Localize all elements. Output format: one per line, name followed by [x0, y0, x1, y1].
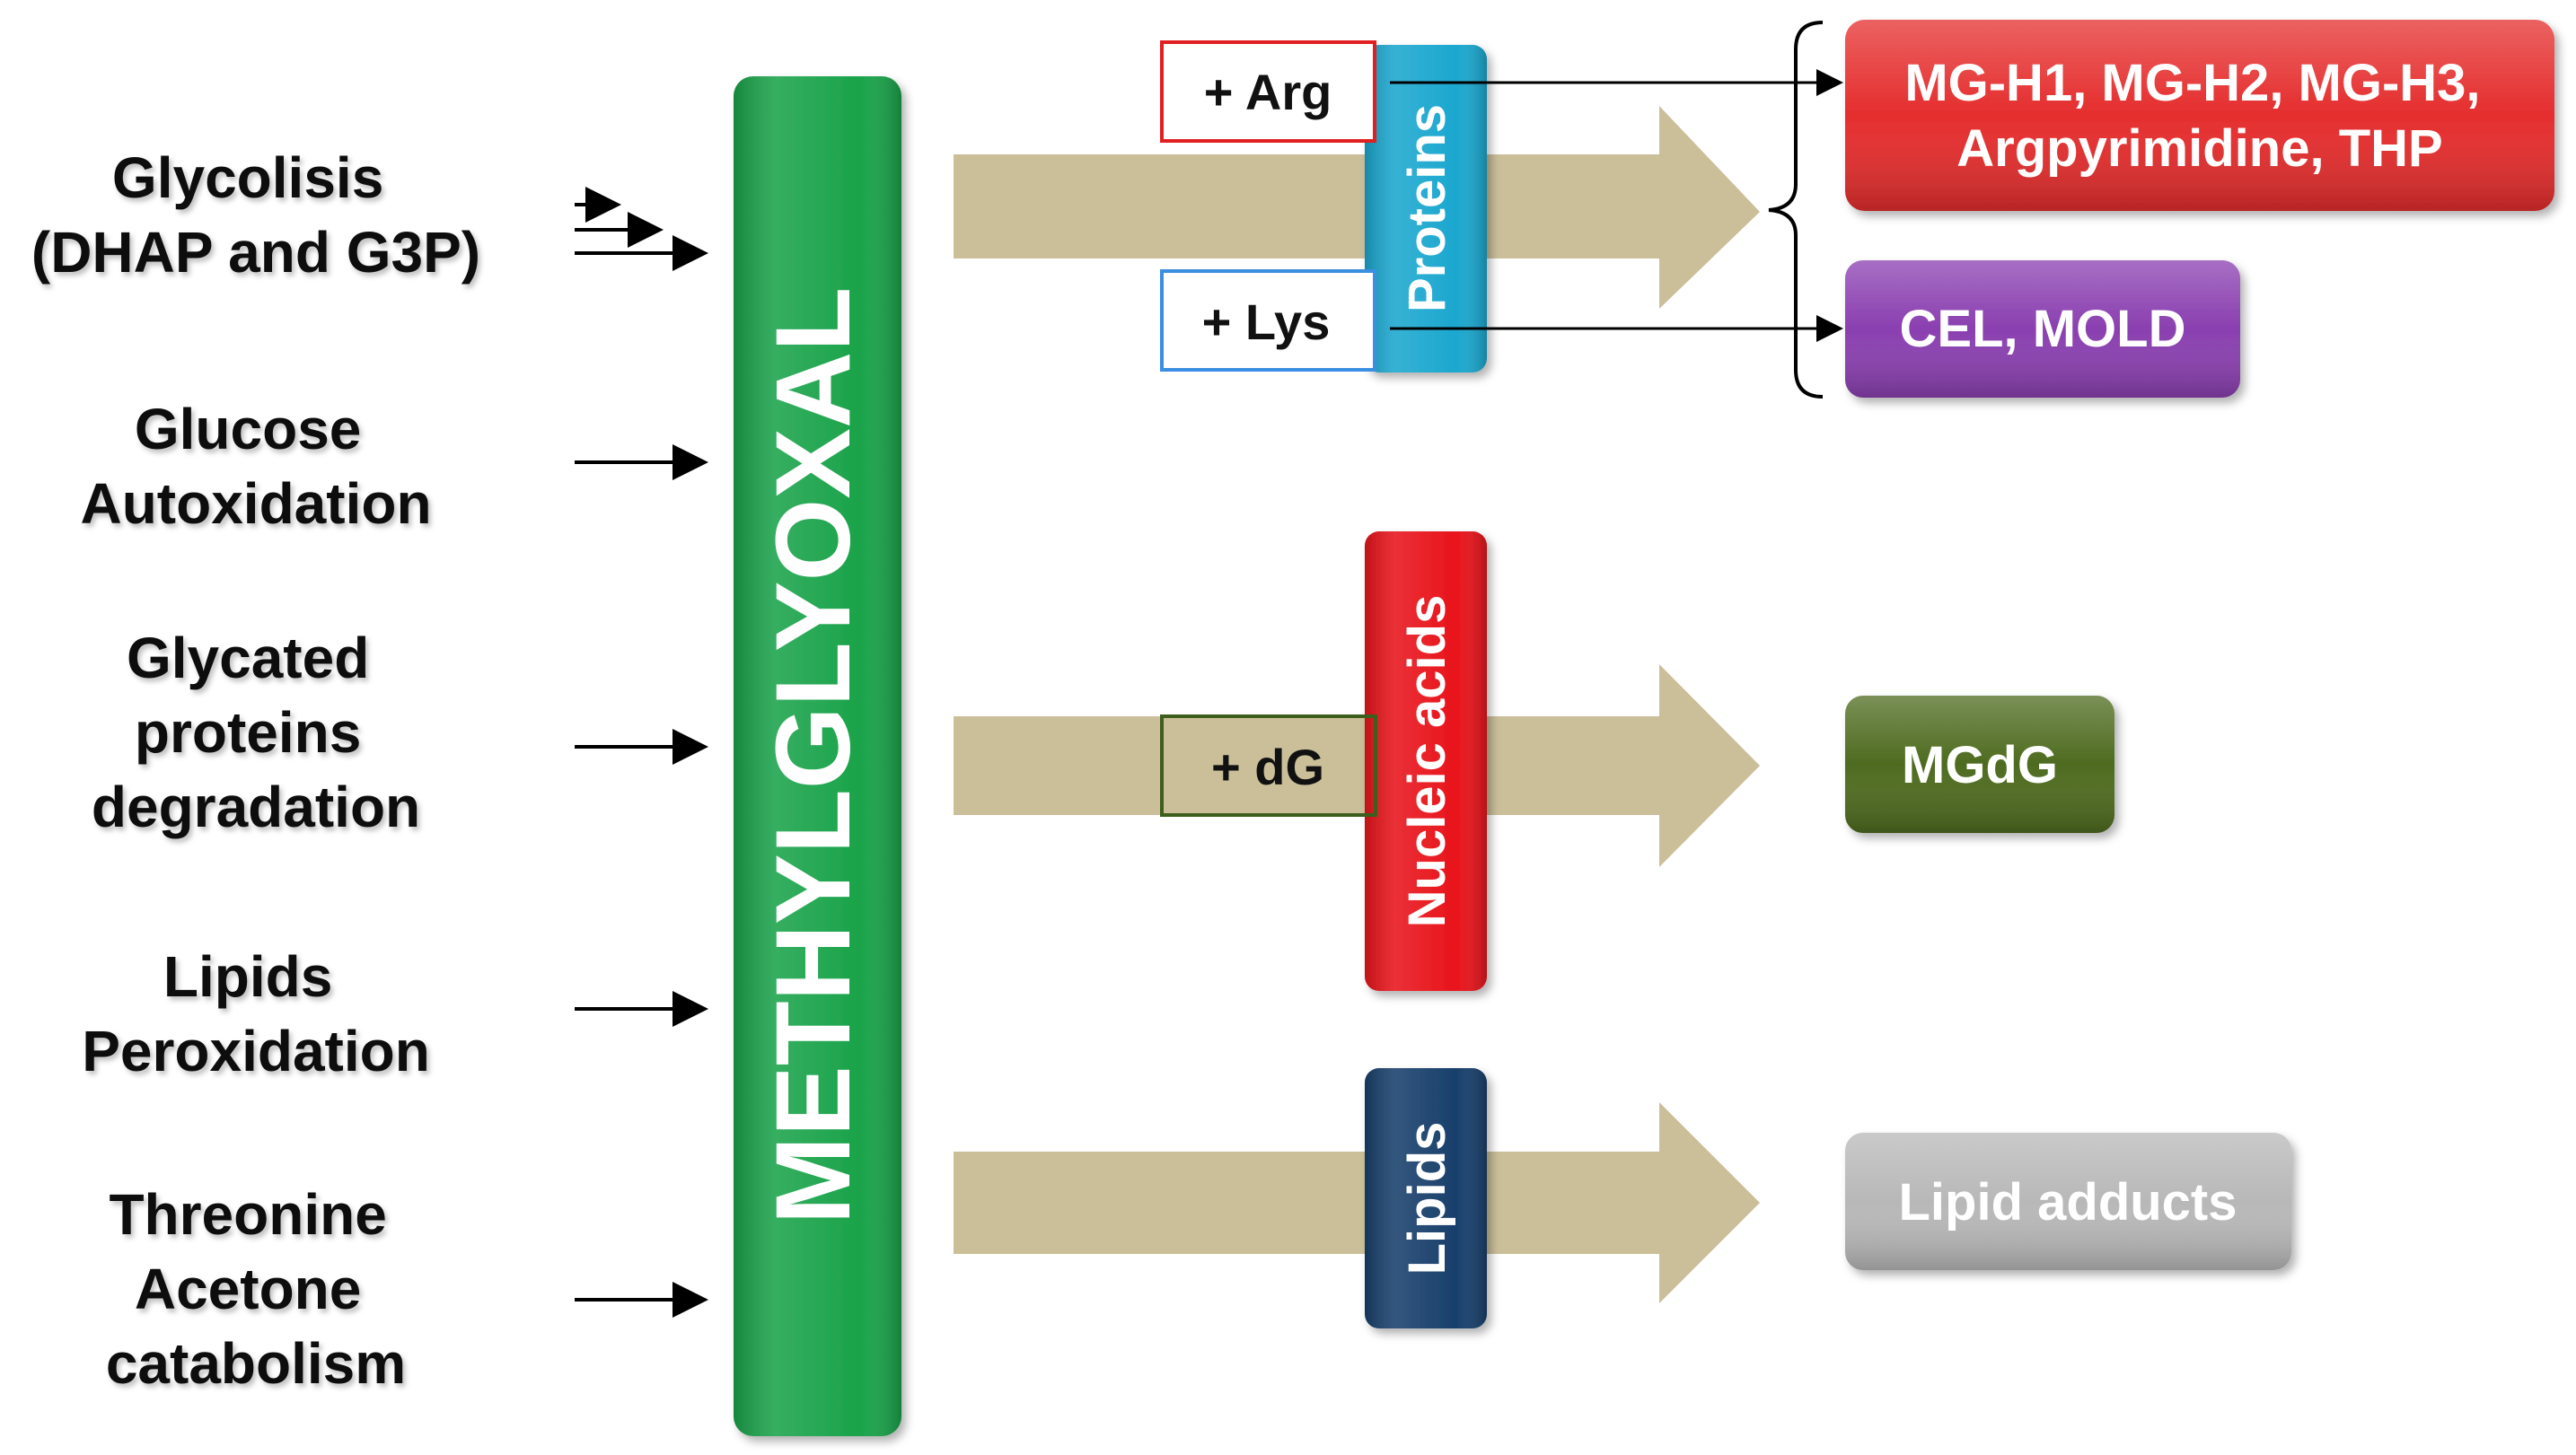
product-arg-box: MG-H1, MG-H2, MG-H3, Argpyrimidine, THP — [1845, 20, 2554, 211]
source-threonine-acetone: Threonine Acetone catabolism — [106, 1182, 406, 1396]
product-lipid-label: Lipid adducts — [1899, 1173, 2238, 1231]
source-line: Glycolisis — [112, 145, 383, 210]
nucleic-acids-bar-shade — [1365, 531, 1487, 991]
product-arg-label: MG-H1, MG-H2, MG-H3, Argpyrimidine, THP — [1904, 54, 2494, 178]
product-arg-shade — [1845, 20, 2554, 211]
connectors — [1390, 21, 1843, 399]
reagent-dg-label: + dG — [1211, 739, 1324, 795]
source-line: degradation — [92, 775, 420, 839]
central-bar-shade — [734, 76, 901, 1436]
product-dg-box: MGdG — [1845, 696, 2114, 833]
source-line: Autoxidation — [80, 471, 431, 536]
lipids-bar-shade — [1365, 1068, 1487, 1328]
central-label: METHYLGLYOXAL — [754, 287, 873, 1225]
product-lys-shade — [1845, 260, 2240, 398]
reagent-dg-box: + dG — [1160, 714, 1377, 817]
source-glucose-autoxidation: Glucose Autoxidation — [80, 397, 431, 536]
reagent-arg-box: + Arg — [1160, 40, 1376, 143]
methylglyoxal-bar: METHYLGLYOXAL — [734, 76, 901, 1436]
source-line: Acetone — [135, 1257, 362, 1321]
source-line: proteins — [135, 700, 361, 765]
proteins-bar: Proteins — [1365, 45, 1487, 373]
product-lipid-box: Lipid adducts — [1845, 1133, 2291, 1270]
lipids-bar: Lipids — [1365, 1068, 1487, 1328]
source-line: Peroxidation — [82, 1019, 430, 1083]
product-dg-label: MGdG — [1902, 736, 2058, 794]
product-lipid-shade — [1845, 1133, 2291, 1270]
nucleic-acids-bar: Nucleic acids — [1365, 531, 1487, 991]
source-arrows — [575, 187, 708, 1318]
proteins-label: Proteins — [1398, 104, 1456, 312]
reagent-arg-label: + Arg — [1204, 64, 1332, 120]
proteins-bar-shade — [1365, 45, 1487, 373]
source-line: Threonine — [109, 1182, 386, 1247]
source-glycated-proteins: Glycated proteins degradation — [92, 626, 420, 839]
flow-arrow-proteins — [954, 106, 1760, 309]
flow-arrow-lipids — [954, 1102, 1760, 1303]
source-line: (DHAP and G3P) — [31, 220, 480, 285]
reagent-lys-label: + Lys — [1202, 294, 1331, 350]
source-line: catabolism — [106, 1331, 406, 1396]
source-line: Glycated — [127, 626, 369, 690]
product-bracket — [1768, 21, 1824, 399]
reagent-arg-border — [1160, 40, 1376, 143]
source-labels: Glycolisis (DHAP and G3P) Glucose Autoxi… — [31, 145, 480, 1396]
lipids-label: Lipids — [1398, 1122, 1456, 1275]
reagent-dg-border — [1160, 714, 1377, 817]
flow-arrow-nucleic-acids — [954, 664, 1760, 867]
product-lys-label: CEL, MOLD — [1900, 300, 2186, 358]
nucleic-acids-label: Nucleic acids — [1398, 595, 1456, 928]
product-line: MG-H1, MG-H2, MG-H3, — [1904, 54, 2480, 112]
source-glycolisis: Glycolisis (DHAP and G3P) — [31, 145, 480, 285]
product-dg-shade — [1845, 696, 2114, 833]
source-lipids-peroxidation: Lipids Peroxidation — [82, 944, 430, 1083]
product-lys-box: CEL, MOLD — [1845, 260, 2240, 398]
flow-arrows — [954, 106, 1760, 1303]
source-line: Lipids — [163, 944, 332, 1009]
source-line: Glucose — [135, 397, 362, 461]
reagent-lys-border — [1160, 269, 1376, 372]
reagent-lys-box: + Lys — [1160, 269, 1376, 372]
product-line: Argpyrimidine, THP — [1956, 119, 2442, 178]
